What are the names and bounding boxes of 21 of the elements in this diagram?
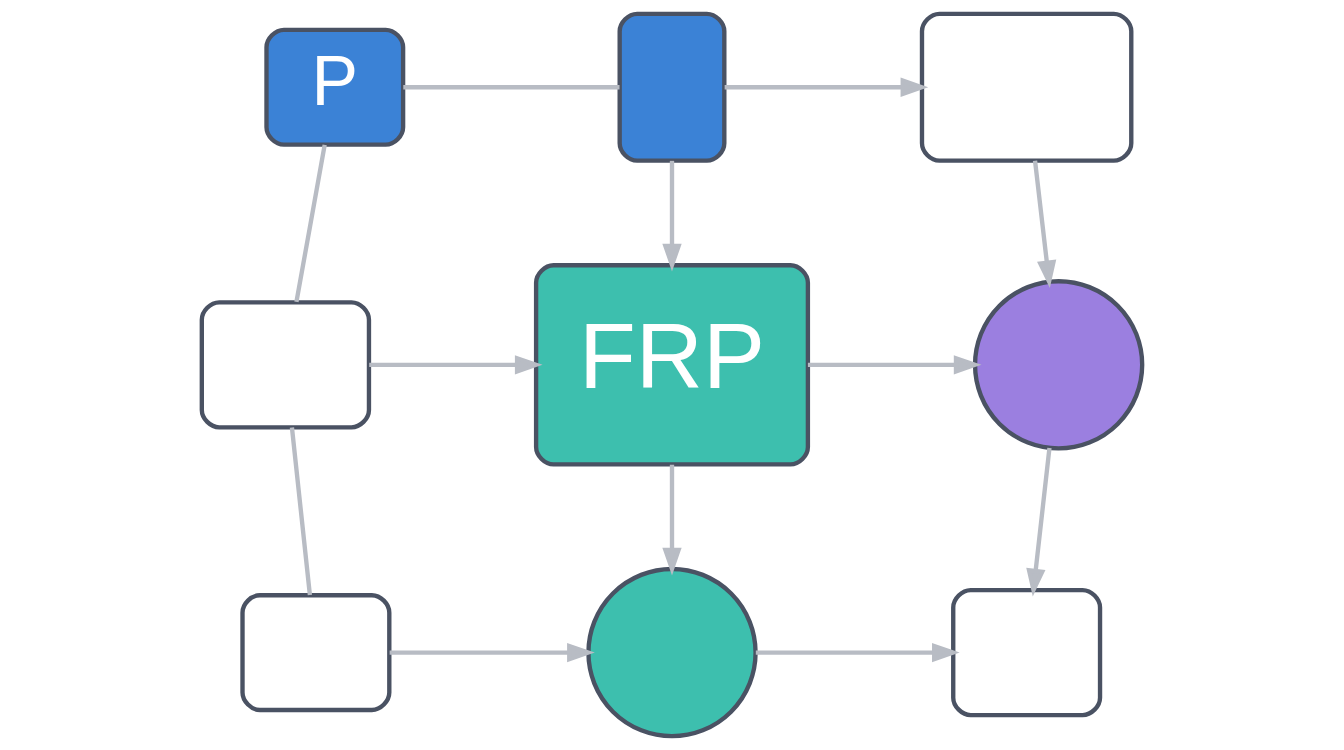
node-circle bbox=[586, 566, 758, 739]
arrow bbox=[1026, 447, 1052, 597]
node-box bbox=[951, 587, 1103, 718]
arrow bbox=[662, 464, 682, 576]
node-box: FRP bbox=[533, 263, 811, 467]
arrow bbox=[1032, 160, 1057, 289]
arrow bbox=[389, 642, 595, 663]
node-box: P bbox=[264, 27, 406, 147]
arrow bbox=[755, 642, 960, 663]
arrow bbox=[724, 77, 929, 97]
node-box bbox=[617, 11, 727, 163]
arrow bbox=[807, 355, 982, 375]
node-box bbox=[919, 11, 1134, 163]
node-box bbox=[199, 300, 372, 430]
node-box bbox=[240, 593, 392, 713]
node-circle bbox=[972, 279, 1145, 451]
connector bbox=[403, 85, 620, 90]
connector bbox=[294, 144, 327, 303]
arrow bbox=[662, 160, 682, 272]
arrow bbox=[369, 355, 543, 375]
connector bbox=[289, 427, 313, 596]
